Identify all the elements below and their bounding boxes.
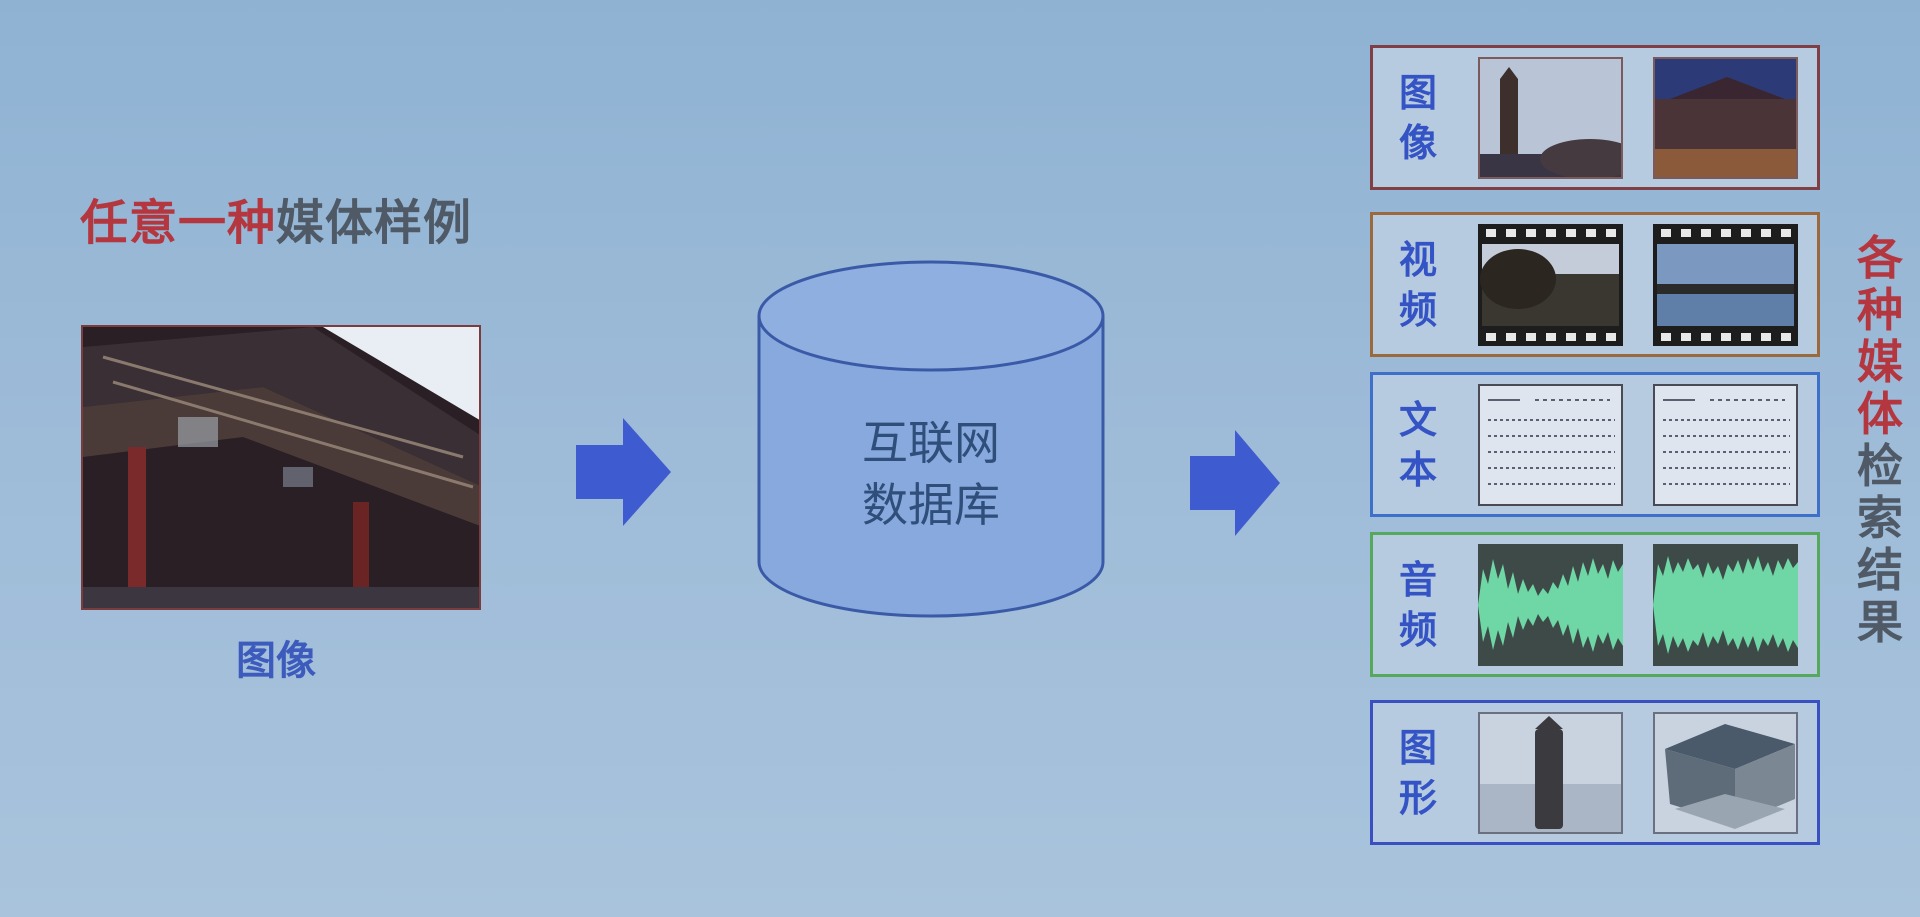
- result-row-image: 图 像: [1370, 45, 1820, 190]
- result-row-label: 文 本: [1373, 375, 1463, 514]
- database-icon: [757, 260, 1105, 618]
- video-result-thumb: [1478, 224, 1623, 346]
- result-row-video: 视 频: [1370, 212, 1820, 357]
- label-char: 形: [1398, 775, 1437, 820]
- title-char: 果: [1857, 595, 1903, 649]
- text-result-thumb: [1478, 384, 1623, 506]
- title-char: 体: [1857, 387, 1903, 441]
- 3d-model-result-thumb: [1653, 712, 1798, 834]
- label-char: 本: [1398, 447, 1437, 492]
- label-char: 频: [1398, 607, 1437, 652]
- label-char: 视: [1398, 237, 1437, 282]
- text-result-thumb: [1653, 384, 1798, 506]
- title-char: 检: [1857, 439, 1903, 493]
- query-image: [81, 325, 481, 610]
- arrow-right-icon: [576, 418, 671, 526]
- title-char: 种: [1857, 283, 1903, 337]
- waveform-result-thumb: [1478, 544, 1623, 666]
- result-row-text: 文 本: [1370, 372, 1820, 517]
- title-char: 媒: [1857, 335, 1903, 389]
- 3d-model-result-thumb: [1478, 712, 1623, 834]
- label-char: 图: [1398, 70, 1437, 115]
- result-row-audio: 音 频: [1370, 532, 1820, 677]
- waveform-result-thumb: [1653, 544, 1798, 666]
- label-char: 图: [1398, 725, 1437, 770]
- image-result-thumb: [1653, 57, 1798, 179]
- title-char: 索: [1857, 491, 1903, 545]
- title-char: 各: [1857, 231, 1903, 285]
- database-label: 互联网 数据库: [755, 412, 1107, 536]
- query-caption: 图像: [236, 638, 316, 684]
- label-char: 音: [1398, 557, 1437, 602]
- database-label-line2: 数据库: [862, 478, 1000, 532]
- query-title-part1: 任意一种: [80, 195, 277, 251]
- results-title: 各 种 媒 体 检 索 结 果: [1850, 232, 1910, 648]
- arrow-right-icon: [1190, 430, 1280, 536]
- query-title: 任意一种媒体样例: [80, 183, 472, 253]
- image-result-thumb: [1478, 57, 1623, 179]
- result-row-label: 图 形: [1373, 703, 1463, 842]
- database-label-line1: 互联网: [862, 416, 1000, 470]
- result-row-label: 视 频: [1373, 215, 1463, 354]
- label-char: 像: [1398, 120, 1437, 165]
- query-title-part2: 媒体样例: [276, 195, 473, 251]
- video-result-thumb: [1653, 224, 1798, 346]
- label-char: 频: [1398, 287, 1437, 332]
- result-row-label: 图 像: [1373, 48, 1463, 187]
- title-char: 结: [1857, 543, 1903, 597]
- result-row-graphics: 图 形: [1370, 700, 1820, 845]
- label-char: 文: [1398, 397, 1437, 442]
- result-row-label: 音 频: [1373, 535, 1463, 674]
